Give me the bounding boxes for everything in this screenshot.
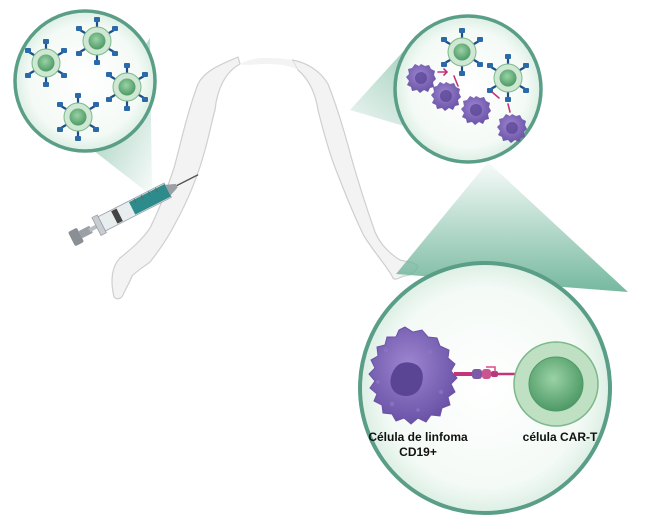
lymphoma-cell-label-line1: Célula de linfoma (368, 430, 468, 444)
callout-circle-bottom (358, 261, 612, 515)
callout-infused-car-t-cells (13, 9, 157, 196)
lymphoma-cell-label-line2: CD19+ (399, 445, 437, 459)
lymphoma-cell-icon (368, 326, 458, 425)
car-binding-marks (437, 68, 511, 113)
callout-car-t-attacking (350, 14, 543, 164)
human-torso-icon (111, 56, 419, 300)
car-t-cell-label: célula CAR-T (522, 430, 598, 444)
callout-beam-bottom (396, 162, 628, 292)
callout-cell-interaction (358, 162, 628, 515)
lymphoma-cell-label: Célula de linfoma CD19+ (362, 430, 474, 460)
callout-circle-left (13, 9, 157, 153)
syringe-icon (68, 174, 199, 246)
car-t-cell-icon (513, 341, 599, 427)
